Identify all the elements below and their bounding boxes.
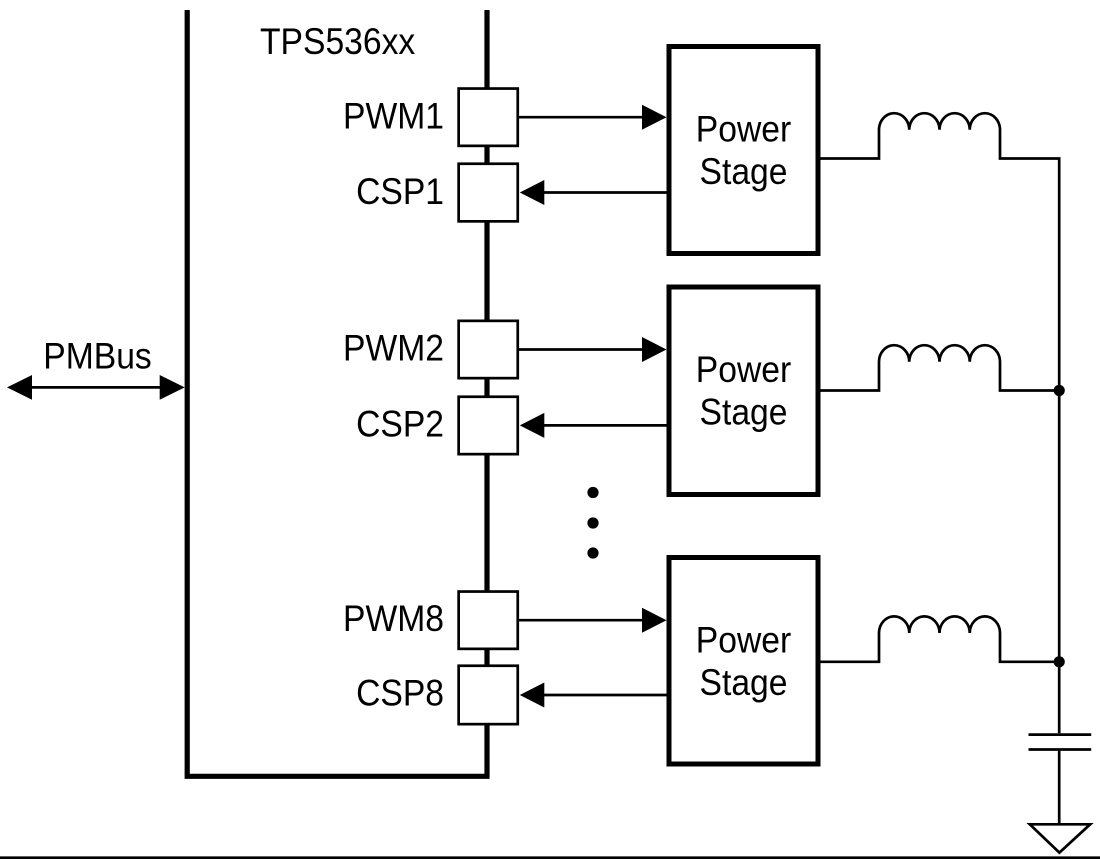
svg-text:CSP2: CSP2	[356, 404, 444, 445]
svg-text:PMBus: PMBus	[43, 336, 151, 377]
svg-text:Stage: Stage	[700, 662, 788, 703]
svg-text:Power: Power	[696, 350, 792, 391]
svg-text:PWM1: PWM1	[343, 96, 444, 137]
svg-text:CSP1: CSP1	[356, 171, 444, 212]
svg-text:TPS536xx: TPS536xx	[260, 22, 416, 63]
svg-text:Power: Power	[696, 620, 792, 661]
svg-text:Stage: Stage	[700, 152, 788, 193]
svg-text:Stage: Stage	[700, 392, 788, 433]
svg-text:PWM2: PWM2	[343, 328, 444, 369]
svg-text:PWM8: PWM8	[343, 599, 444, 640]
svg-text:Power: Power	[696, 109, 792, 150]
svg-text:CSP8: CSP8	[356, 673, 444, 714]
